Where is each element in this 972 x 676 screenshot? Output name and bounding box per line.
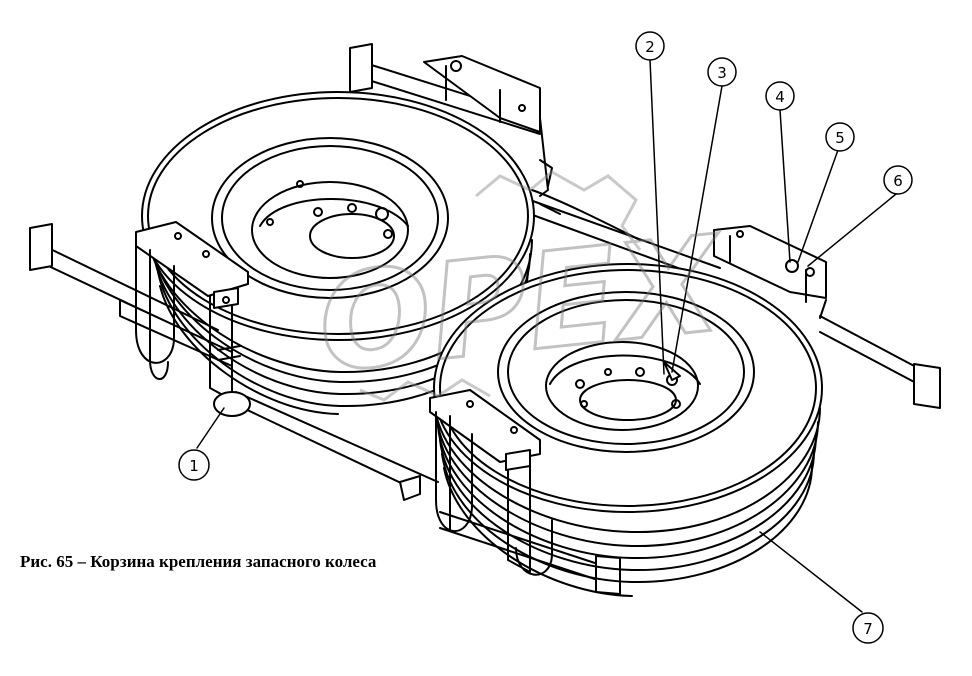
callout-3-label: 3 — [717, 64, 727, 82]
left-wheel-clamp — [135, 221, 251, 417]
right-wheel-clamp — [429, 389, 553, 576]
callout-1-label: 1 — [189, 457, 199, 475]
figure-caption: Рис. 65 – Корзина крепления запасного ко… — [20, 552, 377, 571]
callout-5-label: 5 — [835, 129, 845, 147]
callout-6-label: 6 — [893, 172, 903, 190]
callout-6: 6 — [883, 165, 913, 195]
callout-4-label: 4 — [775, 88, 785, 106]
callout-3: 3 — [707, 57, 737, 87]
callout-2: 2 — [635, 31, 665, 61]
center-cross-bar — [221, 199, 721, 501]
callout-2-label: 2 — [645, 38, 655, 56]
callout-1: 1 — [178, 449, 210, 481]
callout-7: 7 — [852, 612, 884, 644]
callout-5: 5 — [825, 122, 855, 152]
right-side-rail — [713, 225, 941, 409]
left-side-rail — [29, 223, 233, 367]
callout-7-label: 7 — [863, 620, 873, 638]
rear-frame-rail — [349, 43, 553, 197]
diagonal-strut — [531, 189, 641, 241]
left-spare-wheel — [141, 91, 535, 415]
leader-lines — [196, 59, 897, 613]
front-bottom-rail — [439, 511, 621, 595]
callout-4: 4 — [765, 81, 795, 111]
